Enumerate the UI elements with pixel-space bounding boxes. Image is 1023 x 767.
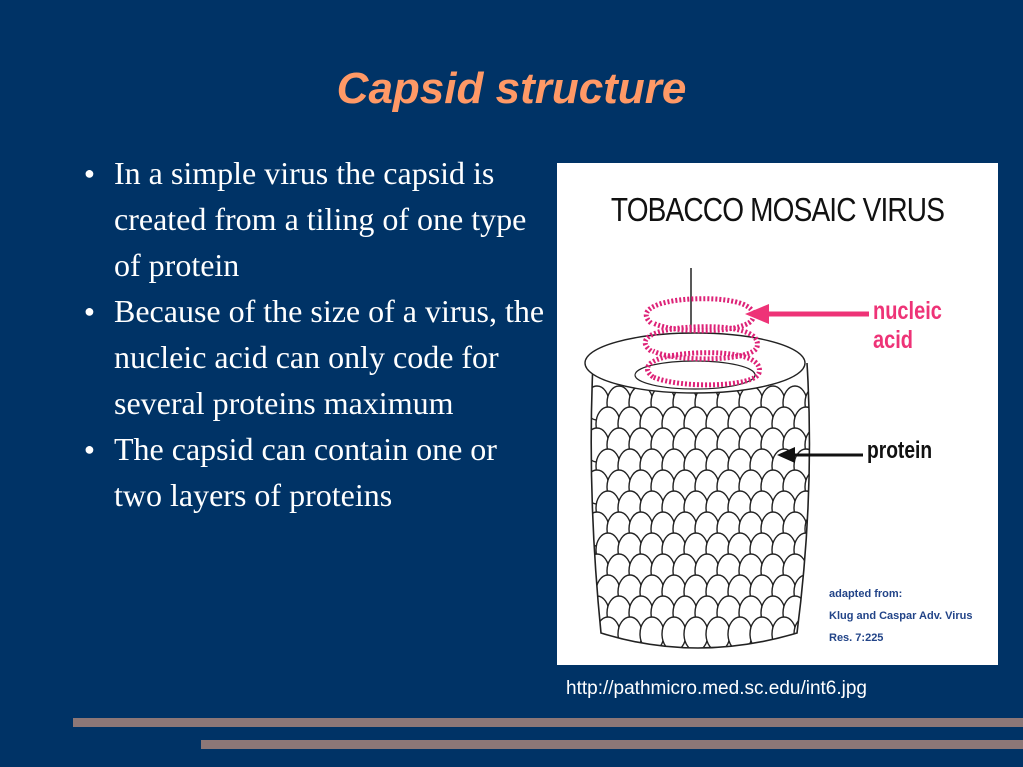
credit-line-1: adapted from:	[829, 588, 903, 600]
protein-subunit	[804, 595, 810, 631]
protein-subunits	[591, 385, 840, 648]
bullet-dot-icon: ●	[84, 301, 95, 321]
bullet-item: ● In a simple virus the capsid is create…	[80, 150, 550, 288]
protein-subunit	[804, 469, 810, 505]
tmv-illustration	[584, 268, 869, 649]
nucleic-acid-label: nucleic acid	[873, 297, 942, 354]
protein-subunit	[617, 616, 643, 648]
bullet-text: The capsid can contain one or two layers…	[114, 431, 497, 513]
credit-line-2: Klug and Caspar Adv. Virus Res. 7:225	[829, 610, 973, 644]
slide-title: Capsid structure	[336, 64, 687, 113]
divider-bar-top	[73, 718, 1023, 727]
arrow-protein	[777, 447, 863, 463]
nucleic-acid-helix	[642, 296, 762, 388]
figure-title: TOBACCO MOSAIC VIRUS	[610, 191, 945, 228]
protein-subunit	[816, 533, 840, 567]
protein-subunit	[804, 385, 810, 421]
divider-bar-bottom	[201, 740, 1023, 749]
protein-subunit	[804, 427, 810, 463]
protein-label: protein	[867, 437, 933, 464]
tmv-figure: TOBACCO MOSAIC VIRUS	[557, 163, 998, 665]
protein-subunit	[804, 553, 810, 589]
bullet-text: Because of the size of a virus, the nucl…	[114, 293, 545, 421]
bullet-list: ● In a simple virus the capsid is create…	[80, 150, 550, 518]
protein-subunit	[816, 491, 840, 525]
figure-credit: adapted from: Klug and Caspar Adv. Virus…	[829, 583, 998, 649]
protein-subunit	[816, 407, 840, 441]
arrow-nucleic-acid	[745, 304, 869, 324]
protein-subunit	[804, 511, 810, 547]
bullet-item: ● Because of the size of a virus, the nu…	[80, 288, 550, 426]
protein-subunit	[683, 616, 709, 648]
source-link[interactable]: http://pathmicro.med.sc.edu/int6.jpg	[566, 678, 867, 699]
bullet-dot-icon: ●	[84, 439, 95, 459]
protein-subunit	[705, 616, 731, 648]
bullet-text: In a simple virus the capsid is created …	[114, 155, 527, 283]
bullet-dot-icon: ●	[84, 163, 95, 183]
protein-subunit	[749, 616, 775, 648]
bullet-item: ● The capsid can contain one or two laye…	[80, 426, 550, 518]
